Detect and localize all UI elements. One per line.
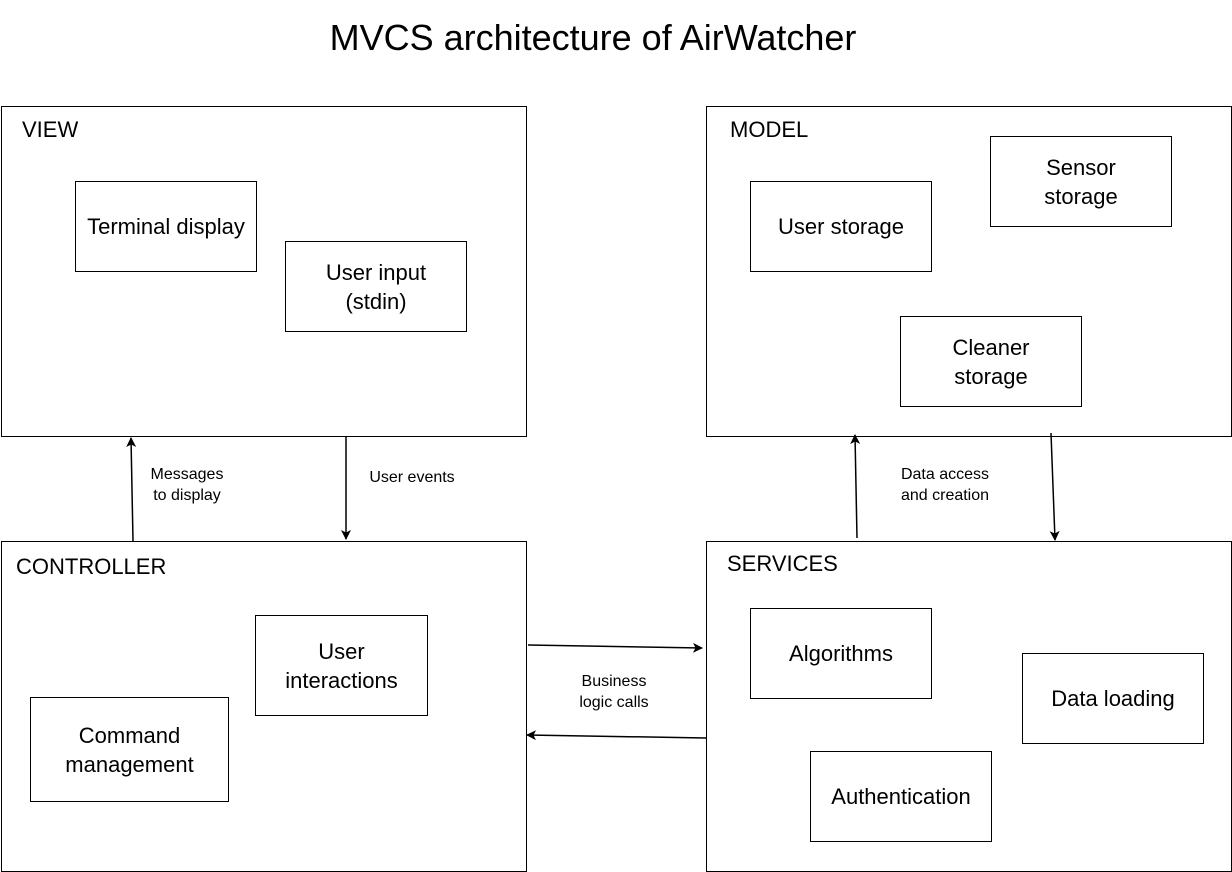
sensor-storage-box: Sensor storage — [990, 136, 1172, 227]
authentication-box: Authentication — [810, 751, 992, 842]
data-access-label: Data access and creation — [900, 466, 990, 504]
terminal-display-box: Terminal display — [75, 181, 257, 272]
messages-to-display-label: Messages to display — [150, 466, 224, 504]
business-logic-return-arrow — [526, 730, 707, 741]
controller-label: CONTROLLER — [16, 554, 167, 579]
view-label: VIEW — [22, 117, 79, 142]
user-events-label: User events — [369, 469, 455, 486]
business-logic-label: Business logic calls — [579, 673, 649, 711]
model-label: MODEL — [730, 117, 809, 142]
algorithms-box: Algorithms — [750, 608, 932, 699]
diagram-title: MVCS architecture of AirWatcher — [329, 17, 857, 58]
user-storage-box: User storage — [750, 181, 932, 272]
cleaner-storage-box: Cleaner storage — [900, 316, 1082, 407]
messages-to-display-arrow — [126, 437, 137, 542]
data-creation-down-arrow — [1049, 432, 1060, 541]
command-management-box: Command management — [30, 697, 229, 802]
services-label: SERVICES — [727, 551, 838, 576]
user-interactions-box: User interactions — [255, 615, 428, 716]
data-access-up-arrow — [850, 434, 861, 539]
business-logic-call-arrow — [527, 642, 703, 653]
user-input-box: User input (stdin) — [285, 241, 467, 332]
data-loading-box: Data loading — [1022, 653, 1204, 744]
